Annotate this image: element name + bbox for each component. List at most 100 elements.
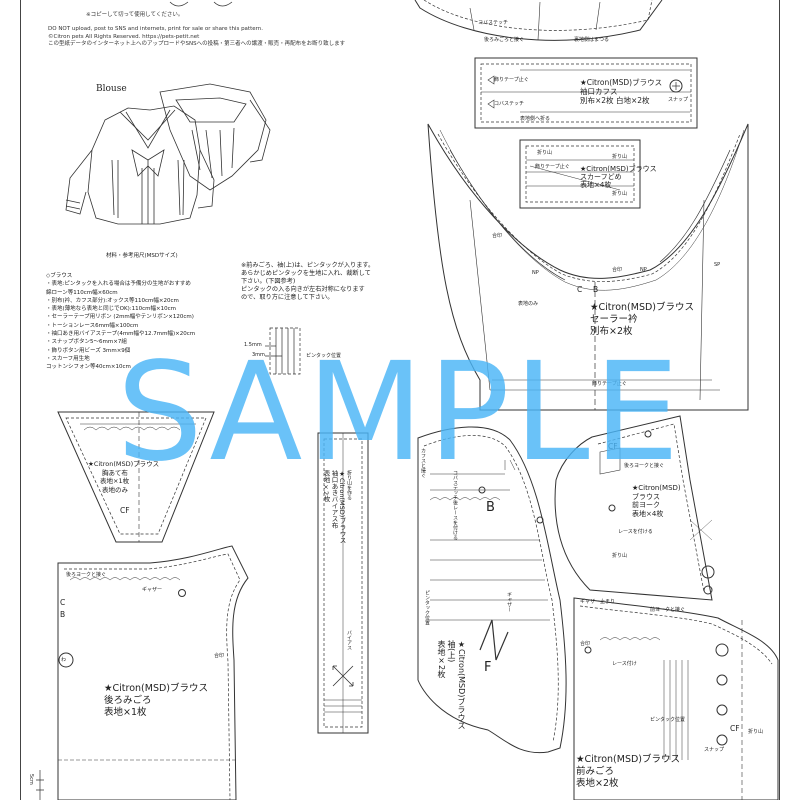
- notice-line-4: この型紙データのインターネット上へのアップロードやSNSへの投稿・第三者への譲渡…: [48, 41, 346, 47]
- pintuck-note: ※前みごろ、袖(上)は、ピンタックが入ります。 あらかじめピンタックを生地に入れ…: [241, 262, 401, 302]
- materials-item: ・飾りボタン用ビーズ 3mm×9個: [46, 347, 131, 354]
- front-yoke-small-name: 胸あて布: [102, 468, 128, 477]
- yoke-piece: [554, 415, 715, 601]
- label-back-attach: 後ろヨークと接ぐ: [66, 572, 107, 578]
- front-yoke-small-piece: [57, 411, 215, 543]
- yoke-label-name: 前ヨーク: [632, 501, 660, 509]
- sleeve-label: ★Citron(MSD)ブラウス 袖(上) 表地×2枚: [436, 640, 466, 729]
- materials-section: ◇ブラウス: [46, 273, 73, 279]
- materials-list: 材料・参考用尺(MSDサイズ) ◇ブラウス ・表地:ピンタックを入れる場合は予備…: [46, 253, 236, 372]
- materials-item: コットンシフォン等40cm×10cm: [46, 364, 131, 371]
- pintuck-note-line: ※前みごろ、袖(上)は、ピンタックが入ります。: [241, 262, 375, 269]
- neck-band-count: 表地×2枚: [322, 470, 330, 502]
- label-scale: 5cm: [28, 774, 34, 785]
- label-yoke-lace: レースを付ける: [618, 529, 653, 535]
- yoke-label-count: 表地×4枚: [632, 509, 664, 518]
- front-yoke-small-note: 表地のみ: [102, 485, 128, 494]
- label-scarf-fold-1: 折り山: [537, 150, 553, 156]
- sample-watermark: SAMPLE: [116, 334, 684, 492]
- front-bodice-label: ★Citron(MSD)ブラウス 前みごろ 表地×2枚: [576, 754, 680, 790]
- materials-item: ・セーラーテープ用リボン (2mm幅やテンリボン×120cm): [46, 314, 194, 321]
- scarf-piece: [519, 139, 641, 209]
- label-cuff-snap: スナップ: [668, 97, 689, 103]
- label-front-yoke-gather: ギャザー止まり: [580, 599, 616, 605]
- label-yoke-back-attach: 後ろヨークと接ぐ: [624, 463, 665, 469]
- label-yoke-fold: 折り山: [612, 553, 628, 559]
- pintuck-diagram: [265, 327, 301, 375]
- materials-title: 材料・参考用尺(MSDサイズ): [106, 253, 178, 259]
- label-front-snap: スナップ: [704, 747, 725, 753]
- yoke-label-title: ★Citron(MSD): [632, 484, 681, 492]
- front-yoke-small-title: ★Citron(MSD)ブラウス: [88, 460, 160, 468]
- label-cuff-kobastitch: コバステッチ: [494, 101, 525, 107]
- yoke-label: ★Citron(MSD) ブラウス 前ヨーク 表地×4枚: [632, 484, 681, 518]
- sleeve-label-title: ★Citron(MSD)ブラウス: [457, 640, 466, 730]
- pintuck-note-line: あらかじめピンタックを生地に入れ、裁断して: [241, 270, 371, 277]
- label-front-ai: 合印: [580, 641, 591, 647]
- sleeve-label-name: 袖(上): [447, 640, 456, 663]
- label-cuff-fold: 表地側へ折る: [520, 116, 551, 122]
- left-frame-line: [20, 0, 21, 800]
- front-yoke-small-count: 表地×1枚: [100, 477, 130, 485]
- cuff-label-count: 別布×2枚 白地×2枚: [580, 96, 650, 105]
- label-top-attach-back: 後ろみごろと接ぐ: [484, 37, 525, 43]
- scale-bar: [36, 770, 44, 800]
- neck-band-title: ★Citron(MSD)ブラウス: [338, 470, 346, 544]
- front-yoke-small-label: ★Citron(MSD)ブラウス 胸あて布 表地×1枚 表地のみ: [88, 460, 159, 494]
- label-pintuck-15mm: 1.5mm: [244, 342, 262, 348]
- sailor-collar-piece: [427, 123, 749, 411]
- label-front-fold: 折り山: [748, 729, 764, 735]
- label-front-cf: CF: [730, 724, 740, 733]
- label-collar-ai: 合印: [492, 233, 503, 239]
- label-sleeve-lace: コバステッチ後レースを付ける: [452, 470, 458, 540]
- cuff-piece: [474, 57, 698, 129]
- scarf-label-count: 表地×4枚: [580, 181, 612, 189]
- sleeve-piece: [417, 426, 567, 754]
- front-bodice-piece: [573, 597, 779, 800]
- label-back-c: C: [60, 598, 66, 607]
- notice-line-2: DO NOT upload, post to SNS and internets…: [48, 26, 264, 32]
- blouse-front-illustration: [65, 105, 215, 225]
- label-sleeve-cuff-attach: カフスと接ぐ: [420, 448, 426, 478]
- scarf-label-name: スカーフどめ: [580, 173, 622, 181]
- neck-band-label: ★Citron(MSD)ブラウス 袖口あきバイアス布 表地×2枚: [322, 470, 346, 543]
- label-band-bias: バイアス: [346, 630, 352, 650]
- back-bodice-label: ★Citron(MSD)ブラウス 後ろみごろ 表地×1枚: [104, 683, 208, 719]
- label-top-facing: 裏地側はまつる: [574, 37, 610, 43]
- blouse-illustration-title: Blouse: [96, 84, 127, 94]
- label-top-stitch: コバステッチ: [478, 20, 509, 26]
- materials-item: 綿ローン等110cm幅×60cm: [46, 289, 118, 296]
- top-decor-arc: [169, 1, 233, 7]
- label-collar-tape: 飾りテープ止ぐ: [592, 381, 627, 387]
- neck-band-name: 袖口あきバイアス布: [330, 470, 338, 529]
- collar-piece-label: ★Citron(MSD)ブラウス セーラー衿 別布×2枚: [590, 302, 694, 338]
- collar-label-count: 別布×2枚: [590, 326, 633, 337]
- label-front-yoke-note: 前ヨークと接ぐ: [650, 607, 686, 613]
- label-collar-np-left: NP: [532, 270, 539, 276]
- front-bodice-title: ★Citron(MSD)ブラウス: [576, 754, 680, 765]
- back-bodice-count: 表地×1枚: [104, 707, 147, 718]
- scarf-label-title: ★Citron(MSD)ブラウス: [580, 165, 657, 173]
- pintuck-note-line: ので、取り方に注意して下さい。: [241, 294, 334, 301]
- label-collar-sp: SP: [714, 262, 721, 268]
- label-yoke-cf: CF: [608, 442, 618, 451]
- pintuck-note-line: 下さい。(下図参考): [241, 278, 296, 285]
- blouse-back-illustration: [159, 83, 271, 191]
- label-pintuck-3mm: 3mm: [252, 352, 265, 358]
- front-bodice-count: 表地×2枚: [576, 778, 619, 789]
- materials-item: ・表地:ピンタックを入れる場合は予備分の生地がおすすめ: [46, 281, 191, 288]
- label-scarf-fold-2: 折り山: [612, 154, 628, 160]
- back-bodice-piece: [57, 545, 249, 800]
- label-collar-c: C: [577, 285, 583, 294]
- sleeve-label-count: 表地×2枚: [437, 640, 446, 679]
- label-cuff-tape: 飾りテープ止ぐ: [494, 77, 529, 83]
- label-back-ai: 合印: [214, 653, 225, 659]
- front-bodice-name: 前みごろ: [576, 766, 615, 777]
- yoke-label-sub: ブラウス: [632, 492, 660, 501]
- label-scarf-tape: 飾りテープ止ぐ: [535, 164, 570, 170]
- right-frame-line: [779, 0, 780, 800]
- materials-item: ・スナップボタン5～6mm×7組: [46, 339, 127, 346]
- label-back-gather: ギャザー: [142, 587, 163, 593]
- materials-item: ・袖口あき用バイアステープ(4mm幅や12.7mm幅)×20cm: [46, 331, 196, 338]
